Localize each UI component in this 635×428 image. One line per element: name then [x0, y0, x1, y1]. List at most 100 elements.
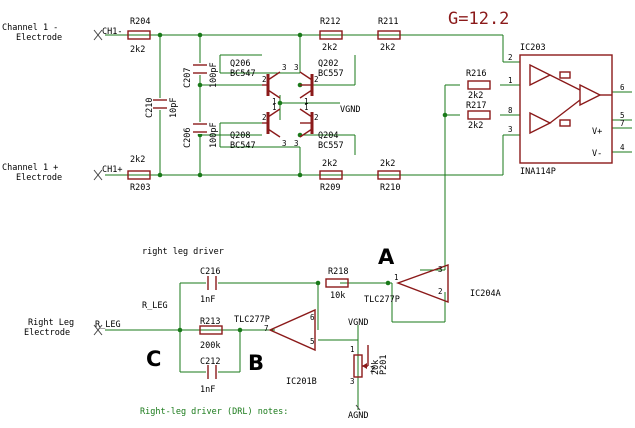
q206-pin-c: 3 [282, 63, 287, 72]
ic203-part: INA114P [520, 167, 556, 177]
capacitor-c212 [206, 365, 218, 379]
resistor-r213 [199, 325, 223, 335]
resistor-r209 [319, 170, 343, 180]
capacitor-c216 [206, 276, 218, 290]
marker-c: C [146, 347, 161, 371]
r216-value: 2k2 [468, 91, 483, 101]
c210-value: 10pF [169, 98, 179, 118]
r203-ref: R203 [130, 183, 150, 193]
ic203-pin-5: 5 [620, 111, 625, 120]
p201-pin-1: 1 [350, 345, 355, 354]
resistor-r210 [377, 170, 401, 180]
r213-value: 200k [200, 341, 220, 351]
r203-value: 2k2 [130, 155, 145, 165]
c206-value: 100pF [209, 122, 219, 148]
q206-pin-e: 1 [272, 97, 277, 106]
ic203-pin-2: 2 [508, 53, 513, 62]
potentiometer-p201 [353, 345, 369, 378]
right-leg-sub: Electrode [24, 328, 70, 338]
c212-value: 1nF [200, 385, 215, 395]
p201-pin-2: 2 [370, 365, 375, 374]
marker-b: B [248, 351, 264, 375]
ic203-pin-4: 4 [620, 143, 625, 152]
r217-value: 2k2 [468, 121, 483, 131]
ic203-vplus: V+ [592, 127, 602, 137]
q208-pin-e: 1 [272, 103, 277, 112]
r211-value: 2k2 [380, 43, 395, 53]
ic203-pin-1: 1 [508, 76, 513, 85]
r212-ref: R212 [320, 17, 340, 27]
wires [105, 34, 632, 410]
c212-ref: C212 [200, 357, 220, 367]
gain-label: G=12.2 [448, 9, 509, 29]
marker-a: A [378, 245, 395, 269]
r210-ref: R210 [380, 183, 400, 193]
ch1-minus-net: CH1- [102, 27, 122, 37]
resistor-r218 [325, 278, 349, 288]
capacitor-c207 [193, 63, 207, 75]
ic204a-ref: IC204A [470, 289, 501, 299]
r218-value: 10k [330, 291, 345, 301]
ic203-pin-8: 8 [508, 106, 513, 115]
q204-ref: Q204 [318, 131, 338, 141]
drl-notes: Right-leg driver (DRL) notes: [140, 407, 288, 417]
ic204a-part: TLC277P [364, 295, 400, 305]
ic204-pin-1: 1 [394, 273, 399, 282]
ic204a-opamp [395, 264, 449, 304]
transistor-q204 [299, 108, 314, 138]
q208-pin-c: 3 [282, 139, 287, 148]
c210-ref: C210 [145, 98, 155, 118]
ch1-plus-net: CH1+ [102, 165, 122, 175]
ch1-minus-label: Channel 1 - [2, 23, 58, 33]
right-leg-net: R_LEG [95, 320, 121, 330]
vgnd-net-2: VGND [348, 318, 368, 328]
q206-ref: Q206 [230, 59, 250, 69]
c216-ref: C216 [200, 267, 220, 277]
ic203-pin-7: 7 [620, 119, 625, 128]
r211-ref: R211 [378, 17, 398, 27]
ic204-pin-3: 3 [438, 265, 443, 274]
q202-type: BC557 [318, 69, 344, 79]
agnd-net: AGND [348, 411, 368, 421]
transistor-q206 [262, 71, 281, 99]
r213-ref: R213 [200, 317, 220, 327]
ic204-pin-2: 2 [438, 287, 443, 296]
resistor-r203 [127, 170, 151, 180]
q206-type: BC547 [230, 69, 256, 79]
ic201b-opamp [268, 308, 316, 352]
r210-value: 2k2 [380, 159, 395, 169]
ic203-pin-6: 6 [620, 83, 625, 92]
ic203-instrumentation-amp [519, 54, 613, 164]
q202-ref: Q202 [318, 59, 338, 69]
junctions [157, 32, 448, 333]
c207-ref: C207 [183, 68, 193, 88]
r216-ref: R216 [466, 69, 486, 79]
q206-pin-b: 2 [262, 75, 267, 84]
q204-pin-b: 2 [314, 113, 319, 122]
ic203-vminus: V- [592, 149, 602, 159]
q208-type: BC547 [230, 141, 256, 151]
r204-ref: R204 [130, 17, 150, 27]
c216-value: 1nF [200, 295, 215, 305]
c207-value: 100pF [209, 62, 219, 88]
capacitor-c206 [193, 122, 207, 134]
r218-ref: R218 [328, 267, 348, 277]
ic201-pin-5: 5 [310, 337, 315, 346]
drl-section-title: right leg driver [142, 247, 224, 257]
q202-pin-c: 3 [294, 63, 299, 72]
ic201-pin-6: 6 [310, 313, 315, 322]
ch1-minus-sub: Electrode [16, 33, 62, 43]
resistor-r216 [467, 80, 491, 90]
resistor-r211 [377, 30, 401, 40]
resistor-r217 [467, 110, 491, 120]
ch1-plus-label: Channel 1 + [2, 163, 58, 173]
capacitor-c210 [153, 98, 167, 110]
p201-ref: P201 [379, 355, 389, 375]
q204-pin-c: 3 [294, 139, 299, 148]
r-leg-net-label: R_LEG [142, 301, 168, 311]
terminals [93, 29, 361, 411]
r204-value: 2k2 [130, 45, 145, 55]
r217-ref: R217 [466, 101, 486, 111]
